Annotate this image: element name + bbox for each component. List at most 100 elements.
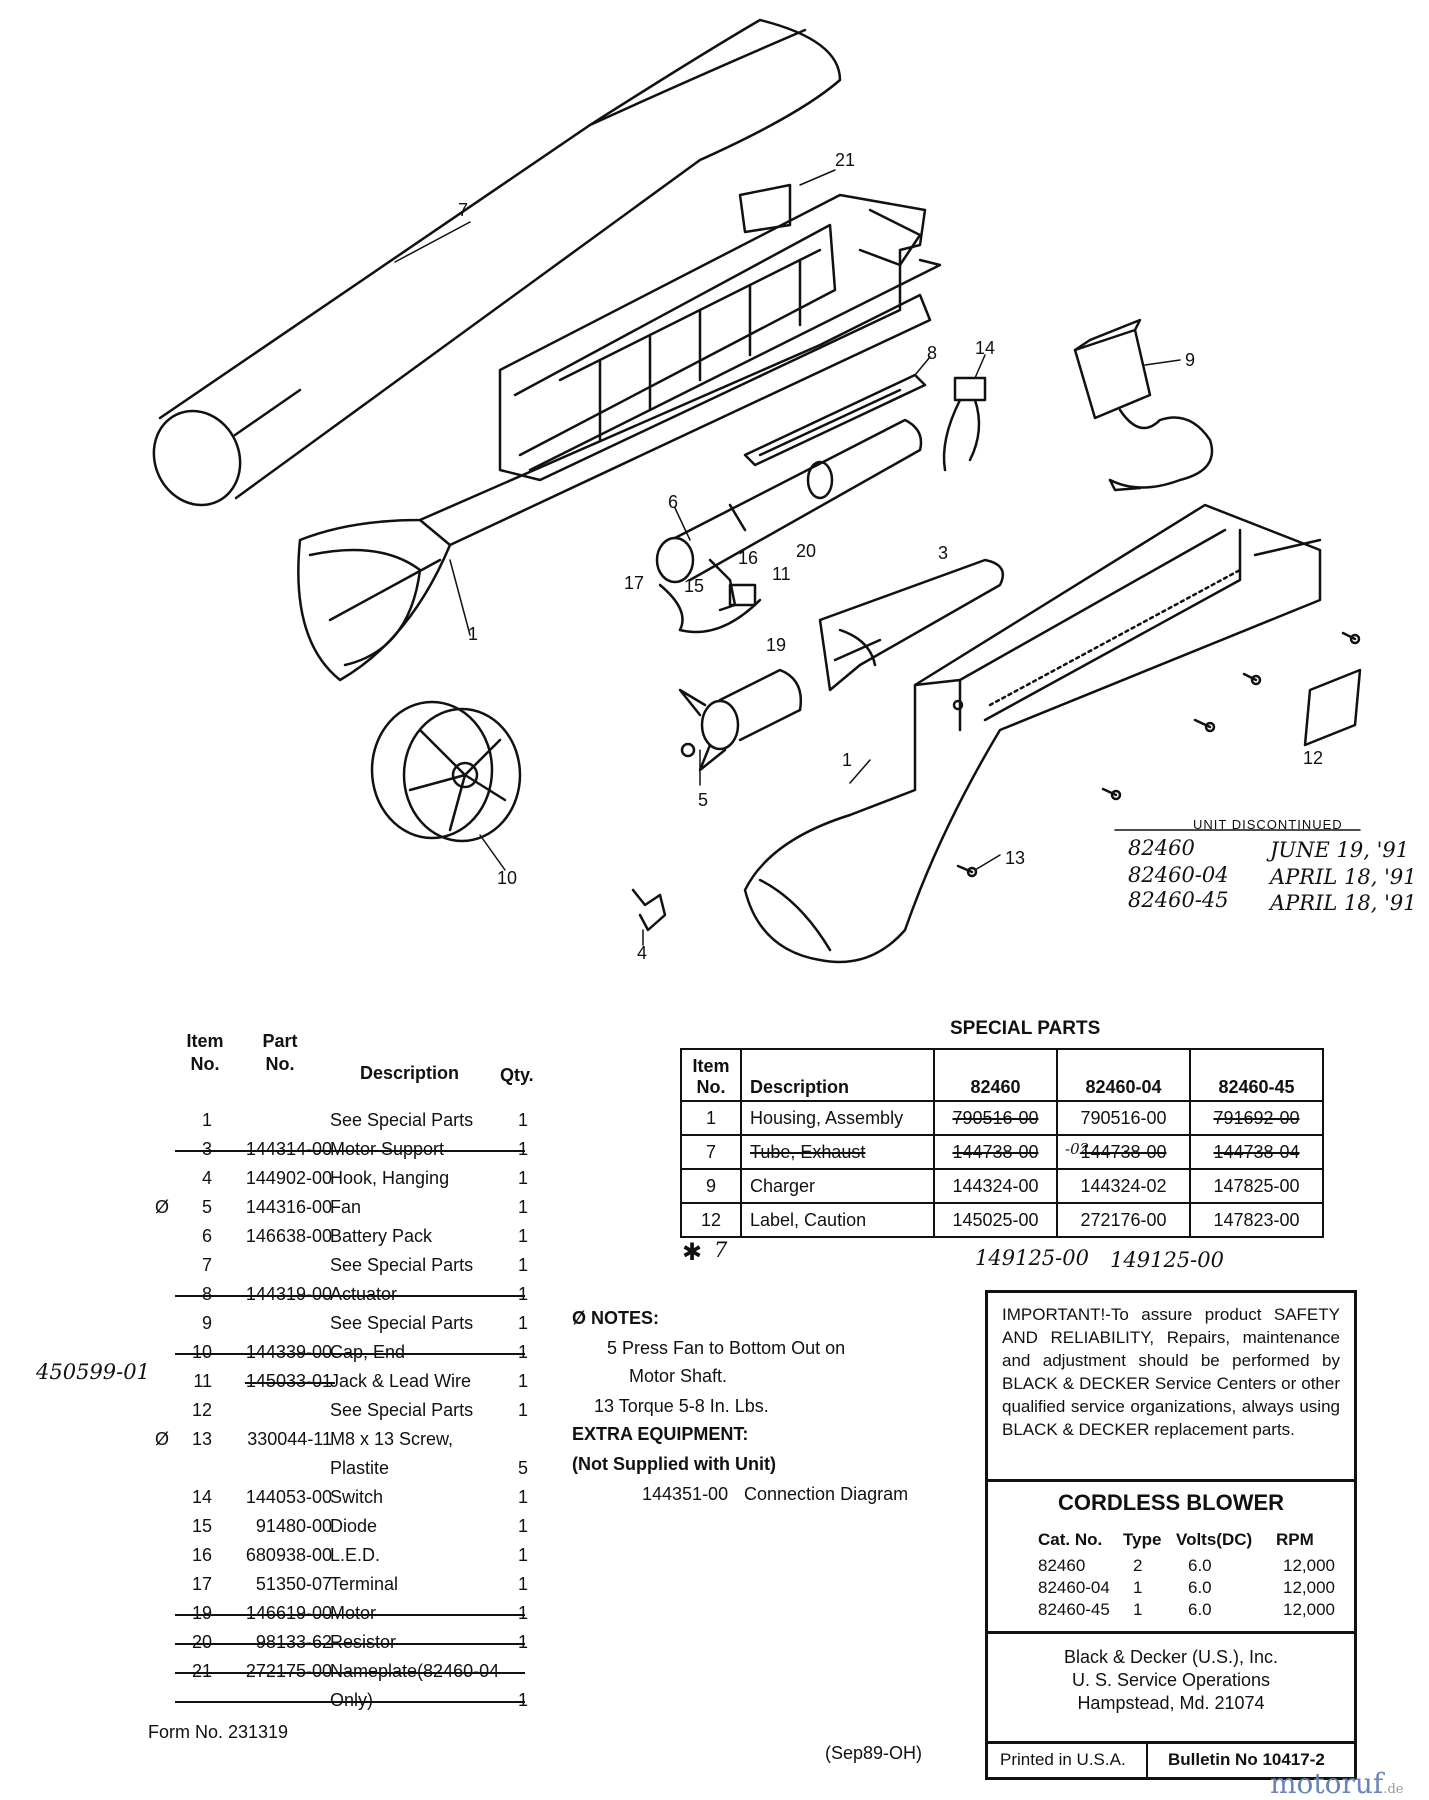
part-description: See Special Parts	[330, 1110, 474, 1130]
part-description: Only)	[330, 1690, 374, 1710]
screw-parts	[956, 631, 1361, 878]
sp-handwritten-item: 7	[714, 1238, 728, 1262]
part-qty: 1	[518, 1487, 529, 1507]
part-qty: 1	[518, 1545, 529, 1565]
blower-header-type: Type	[1123, 1530, 1162, 1549]
callout-5: 5	[698, 790, 709, 810]
note-5-line-2: Motor Shaft.	[629, 1366, 728, 1386]
part-qty: 1	[518, 1255, 529, 1275]
actuator-part	[743, 373, 927, 467]
part-description: Hook, Hanging	[330, 1168, 450, 1188]
charger-part	[1073, 318, 1214, 492]
callout-17: 17	[624, 573, 645, 593]
battery-pack-part	[655, 418, 923, 584]
sp-handwritten-star: ✱	[682, 1238, 703, 1266]
part-qty: 1	[518, 1516, 529, 1536]
special-parts-header-row: Item No. Description 82460 82460-04 8246…	[680, 1048, 1324, 1102]
part-item-no: 6	[201, 1226, 212, 1246]
strikethrough-line	[175, 1614, 525, 1616]
part-symbol: Ø	[155, 1197, 170, 1217]
sp-value-82460-04: 144324-02	[1056, 1168, 1191, 1204]
strikethrough-line	[175, 1643, 525, 1645]
extra-equipment-part: 144351-00	[642, 1484, 729, 1504]
part-description: Motor Support	[330, 1139, 445, 1159]
sp-description: Charger	[740, 1168, 935, 1204]
callout-21: 21	[835, 150, 856, 170]
part-qty: 1	[518, 1632, 529, 1652]
part-item-no: 12	[191, 1400, 212, 1420]
sp-value-82460: 145025-00	[933, 1202, 1058, 1238]
part-qty: 1	[518, 1284, 529, 1304]
part-description: Fan	[330, 1197, 362, 1217]
sp-handwritten-82460-04: 149125-00	[1110, 1248, 1224, 1272]
logo-text: motoruf	[1270, 1767, 1384, 1800]
blower-cat-no: 82460-04	[1038, 1578, 1110, 1597]
part-qty: 1	[518, 1574, 529, 1594]
part-qty: 1	[518, 1400, 529, 1420]
callout-1-right: 1	[842, 750, 853, 770]
part-item-no: 19	[191, 1603, 212, 1623]
callout-3: 3	[938, 543, 949, 563]
sp-value-82460-04: 144738-00	[1056, 1134, 1191, 1170]
part-number: 272175-00	[245, 1661, 332, 1681]
callout-1: 1	[468, 624, 479, 644]
part-description: Plastite	[330, 1458, 390, 1478]
electronics-cluster-part	[658, 558, 762, 634]
callout-15: 15	[684, 576, 705, 596]
motor-fan-part	[678, 668, 803, 772]
part-description: See Special Parts	[330, 1400, 474, 1420]
part-qty: 1	[518, 1313, 529, 1333]
strikethrough-line	[175, 1150, 525, 1152]
caution-label-part	[1303, 668, 1362, 747]
part-qty: 1	[518, 1342, 529, 1362]
callout-7: 7	[458, 200, 469, 220]
blower-header-rpm: RPM	[1276, 1530, 1314, 1549]
sp-header-description: Description	[740, 1048, 935, 1102]
part-description: See Special Parts	[330, 1313, 474, 1333]
part-qty: 1	[518, 1110, 529, 1130]
table-row: 9 See Special Parts 1	[120, 1313, 600, 1341]
part-item-no: 1	[201, 1110, 212, 1130]
blower-header-volts: Volts(DC)	[1176, 1530, 1253, 1549]
part-qty: 1	[518, 1371, 529, 1391]
callout-12: 12	[1303, 748, 1324, 768]
blower-rpm: 12,000	[1283, 1600, 1335, 1619]
hook-part	[631, 888, 667, 932]
part-description: M8 x 13 Screw,	[330, 1429, 454, 1449]
sp-item-no: 1	[680, 1100, 742, 1136]
sp-value-82460-45: 144738-04	[1189, 1134, 1324, 1170]
unit-discontinued-heading: UNIT DISCONTINUED	[1193, 817, 1343, 832]
address-line-3: Hampstead, Md. 21074	[1077, 1693, 1265, 1713]
part-number: 98133-62	[255, 1632, 332, 1652]
part-qty: 1	[518, 1197, 529, 1217]
switch-part	[942, 376, 987, 472]
part-number: 146619-00	[245, 1603, 332, 1623]
blower-rpm: 12,000	[1283, 1578, 1335, 1597]
part-qty: 1	[518, 1168, 529, 1188]
part-item-no: 4	[201, 1168, 212, 1188]
discontinued-unit-1: 82460	[1128, 836, 1195, 860]
part-number: 144902-00	[245, 1168, 332, 1188]
housing-right-part	[743, 503, 1322, 964]
part-item-no: 16	[191, 1545, 212, 1565]
part-item-no: 9	[201, 1313, 212, 1333]
exploded-parts-diagram	[152, 18, 1362, 964]
extra-equipment-sub: (Not Supplied with Unit)	[572, 1454, 776, 1474]
part-item-no: 5	[201, 1197, 212, 1217]
discontinued-date-2: APRIL 18, '91	[1270, 865, 1417, 889]
part-symbol: Ø	[155, 1429, 170, 1449]
part-item-no: 10	[191, 1342, 212, 1362]
part-description: Actuator	[330, 1284, 398, 1304]
blower-rpm: 12,000	[1283, 1556, 1335, 1575]
part-item-no: 21	[191, 1661, 212, 1681]
blower-cat-no: 82460-45	[1038, 1600, 1110, 1619]
strikethrough-line	[175, 1353, 525, 1355]
sp-value-82460-04: 790516-00	[1056, 1100, 1191, 1136]
